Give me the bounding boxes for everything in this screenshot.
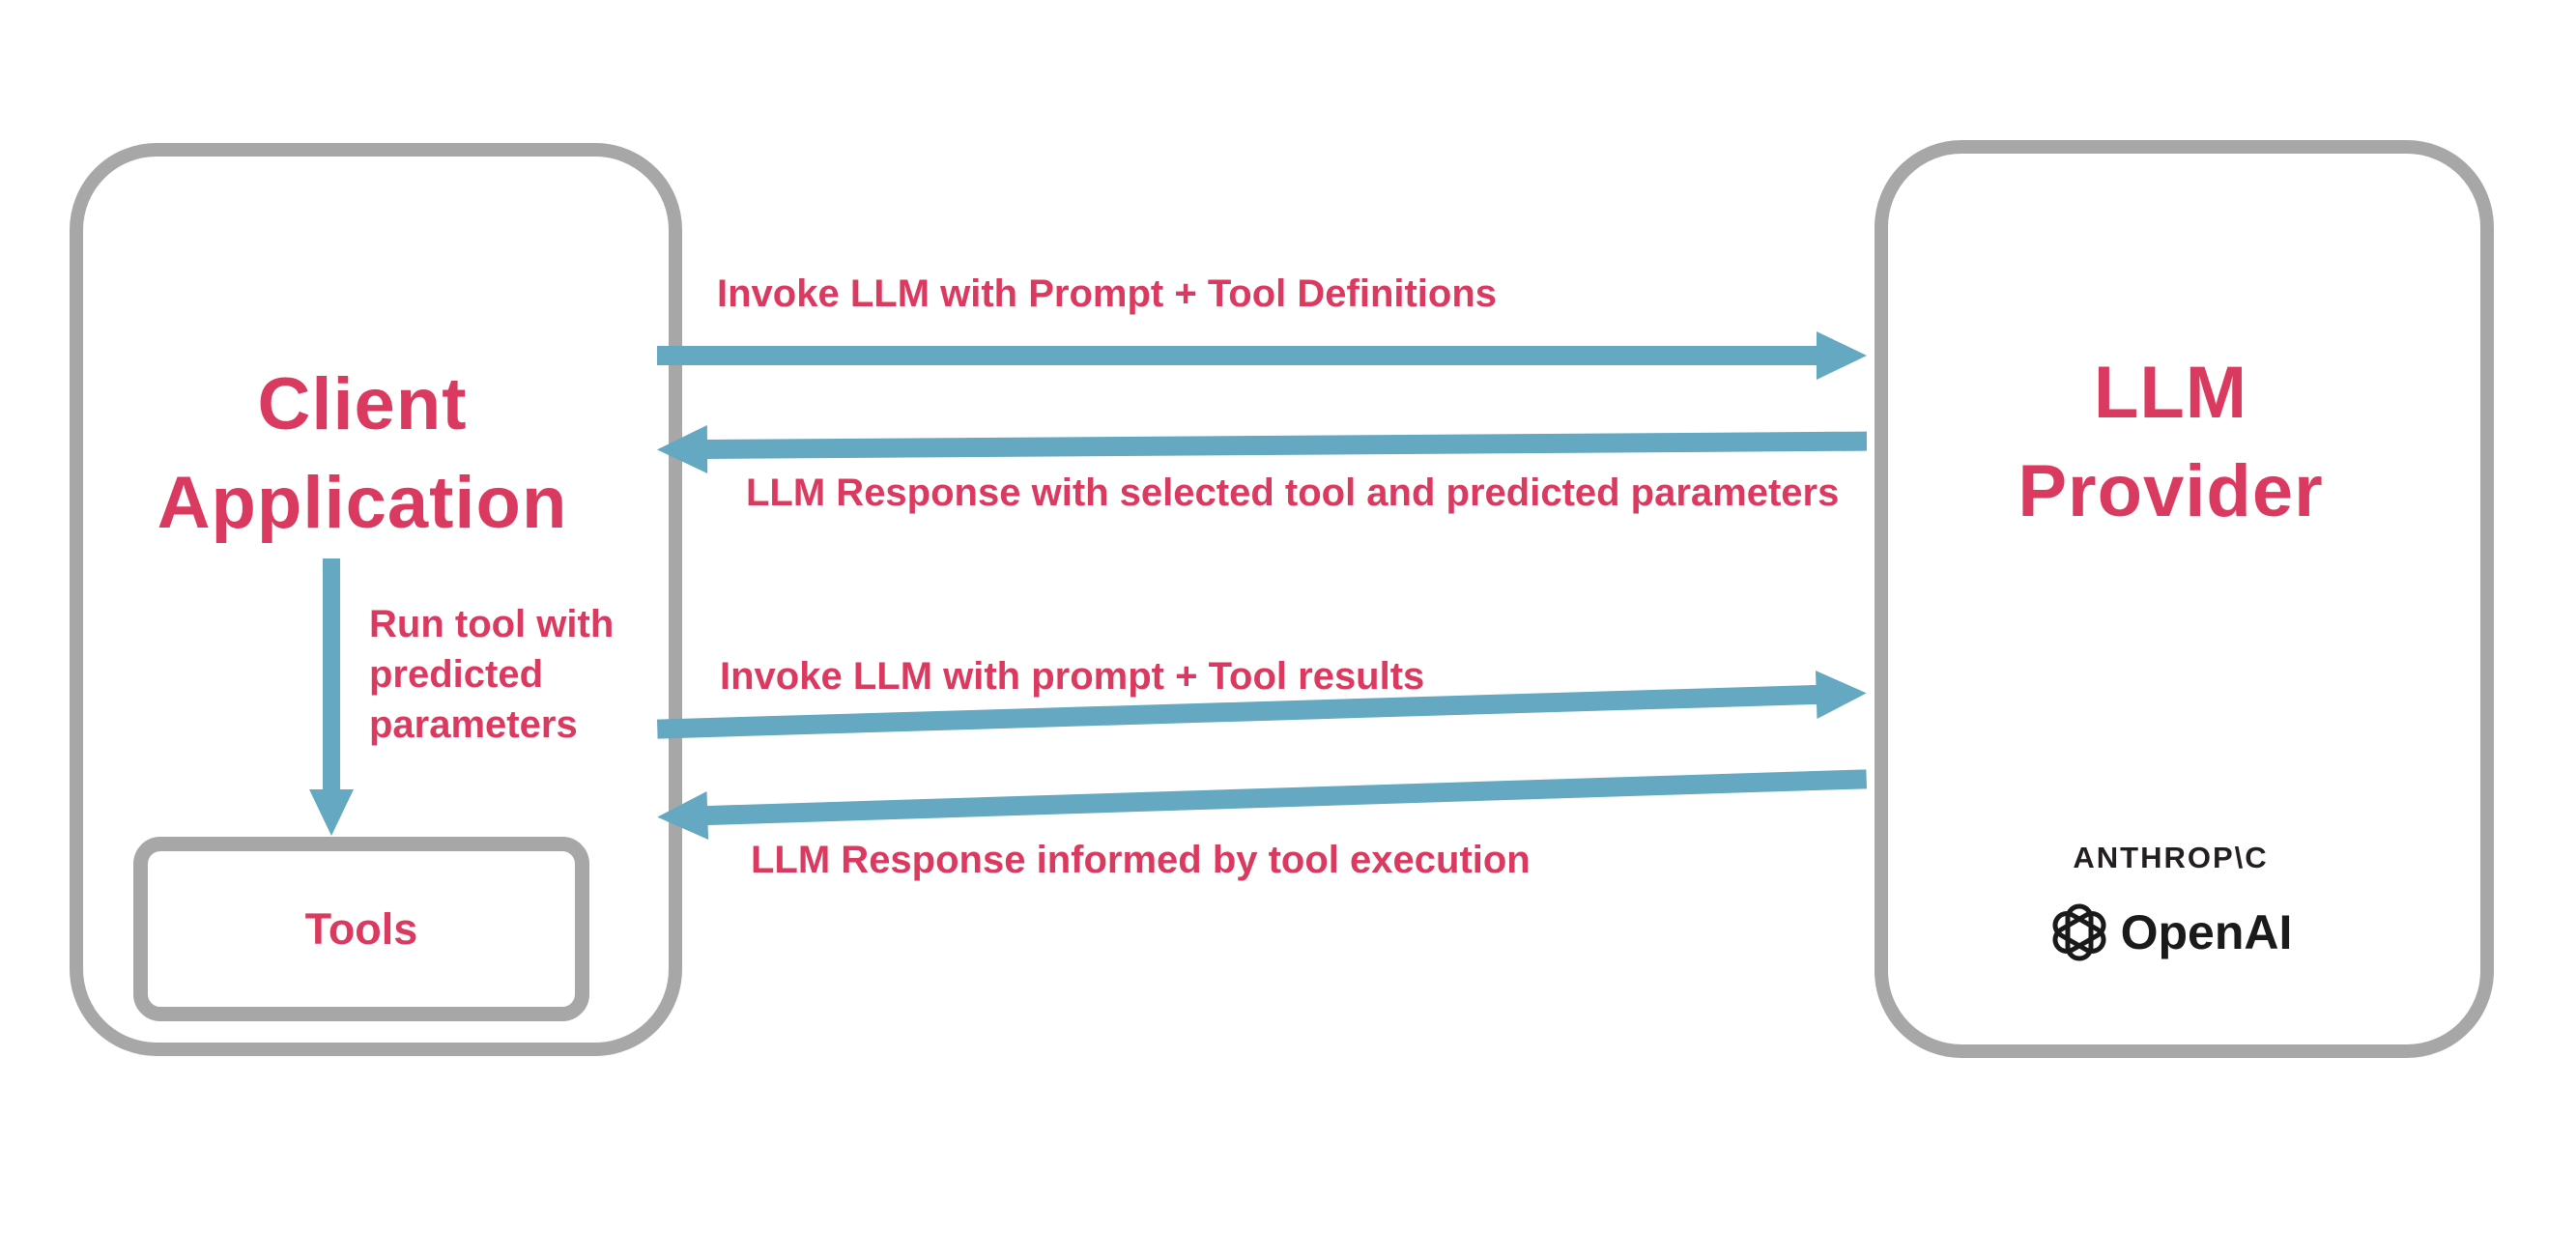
arrow-label-3: Invoke LLM with prompt + Tool results [720, 655, 1425, 698]
tools-box: Tools [133, 837, 589, 1021]
arrow-head-left [656, 425, 708, 474]
arrow-invoke-with-definitions [657, 331, 1867, 380]
arrow-shaft [704, 431, 1868, 460]
arrow-label-1: Invoke LLM with Prompt + Tool Definition… [717, 272, 1498, 315]
arrow-label-4: LLM Response informed by tool execution [751, 839, 1531, 881]
client-title-line1: Client [257, 363, 468, 445]
anthropic-logo: ANTHROP\C [2073, 841, 2269, 874]
client-title-line2: Application [157, 462, 568, 544]
arrow-label-2: LLM Response with selected tool and pred… [746, 472, 1840, 514]
run-tool-arrow-shaft [323, 558, 340, 791]
arrow-shaft [704, 769, 1868, 826]
arrow-shaft [657, 346, 1818, 365]
arrow-head-left [656, 791, 709, 842]
arrow-head-right [1816, 669, 1868, 719]
tools-label: Tools [304, 903, 418, 954]
arrow-response-selected-tool [656, 417, 1868, 474]
llm-title-line1: LLM [2093, 352, 2248, 434]
llm-provider-box [1875, 140, 2494, 1058]
run-tool-label: Run tool with predicted parameters [369, 603, 615, 746]
openai-logo-icon [2052, 903, 2106, 961]
run-tool-arrow [309, 558, 354, 836]
llm-provider-title: LLM Provider [1875, 344, 2467, 541]
openai-logo: OpenAI [1875, 902, 2467, 962]
run-tool-arrow-head [309, 789, 354, 836]
openai-wordmark: OpenAI [2120, 905, 2293, 959]
arrow-head-right [1817, 331, 1867, 380]
llm-title-line2: Provider [2018, 450, 2324, 532]
client-application-title: Client Application [70, 356, 655, 553]
arrow-response-informed [656, 755, 1868, 842]
